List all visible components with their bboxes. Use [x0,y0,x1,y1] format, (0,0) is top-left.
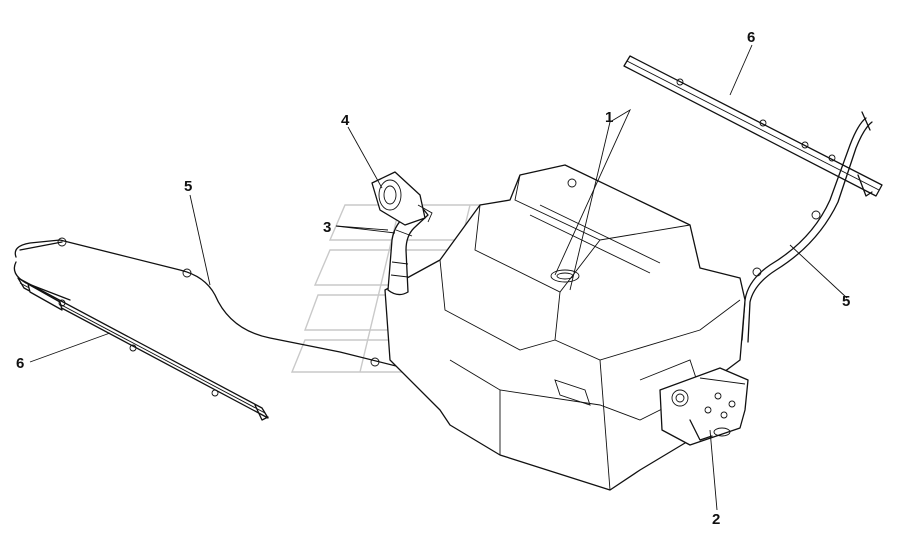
right-mounting-rail [623,55,883,197]
callout-5-left: 5 [184,178,192,195]
callout-3: 3 [323,219,331,236]
callout-1: 1 [605,109,613,126]
callout-6-left: 6 [16,355,24,372]
callout-4: 4 [341,112,350,129]
callout-2: 2 [712,511,720,528]
left-mounting-rail [17,277,269,421]
callout-labels: 1 2 3 4 5 5 6 6 [16,29,850,528]
washer-tank [384,164,746,491]
callout-6-right: 6 [747,29,755,46]
leader-lines [29,44,848,511]
callout-5-right: 5 [842,293,850,310]
filler-neck [387,204,429,296]
washer-pump [659,367,749,446]
right-washer-hose [741,111,873,343]
filler-cap [371,171,433,226]
